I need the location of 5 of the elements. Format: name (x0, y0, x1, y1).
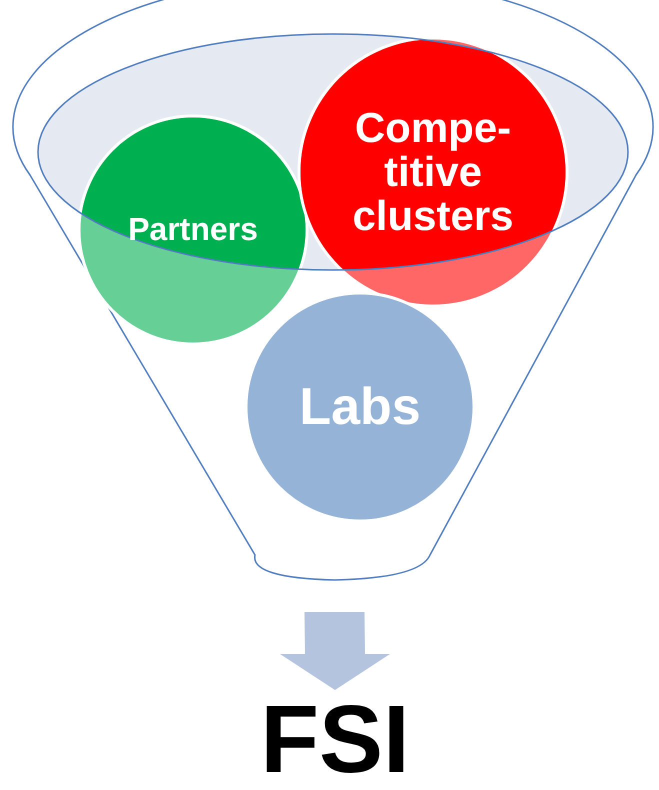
circle-label: Labs (298, 380, 422, 434)
circle-label: Partners (127, 213, 259, 247)
circle-label: Compe- titive clusters (351, 106, 515, 238)
title-text: FSI (259, 690, 411, 790)
block-arrow (280, 612, 390, 690)
